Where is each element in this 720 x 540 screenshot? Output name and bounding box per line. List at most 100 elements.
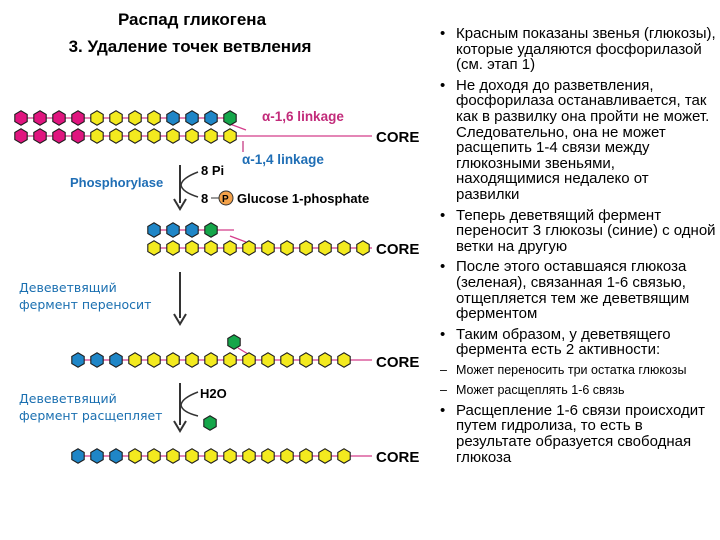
glucose-hexagon	[52, 110, 66, 126]
glucose-hexagon	[14, 110, 28, 126]
glucose-hexagon	[147, 240, 161, 256]
glucose-hexagon	[223, 352, 237, 368]
glucose-hexagon	[261, 352, 275, 368]
glucose-hexagon	[261, 240, 275, 256]
bullet-item: Не доходя до разветвления, фосфорилаза о…	[436, 77, 716, 203]
alpha-1-6-label: α-1,6 linkage	[262, 109, 344, 124]
glucose1p-count: 8	[201, 191, 208, 206]
page-subtitle: 3. Удаление точек ветвления	[68, 37, 312, 56]
glucose-hexagon	[128, 110, 142, 126]
glucose-hexagon	[261, 448, 275, 464]
bullet-item: Расщепление 1-6 связи происходит путем г…	[436, 403, 716, 465]
glucose-hexagon	[204, 128, 218, 144]
glucose-hexagon	[185, 240, 199, 256]
glucose-hexagon	[166, 448, 180, 464]
glycosidic-bond	[237, 347, 249, 355]
glucose-hexagon	[52, 128, 66, 144]
glucose-hexagon	[90, 352, 104, 368]
glucose-hexagon	[166, 128, 180, 144]
glucose-hexagon	[185, 128, 199, 144]
glucose-hexagon	[90, 128, 104, 144]
glucose-hexagon	[337, 352, 351, 368]
glucose-hexagon	[147, 110, 161, 126]
phosphorylase-label: Phosphorylase	[70, 175, 163, 190]
core-label-1: CORE	[376, 129, 419, 146]
glucose-hexagon	[204, 222, 218, 238]
dash-item: Может расщеплять 1-6 связь	[436, 383, 716, 397]
glucose-hexagon	[318, 352, 332, 368]
glucose-hexagon	[242, 240, 256, 256]
bullet-item: Теперь деветвящий фермент переносит 3 гл…	[436, 207, 716, 255]
glucose-hexagon	[147, 448, 161, 464]
glucose-hexagon	[227, 334, 241, 350]
glucose-hexagon	[223, 448, 237, 464]
glucose-hexagon	[109, 352, 123, 368]
glucose-hexagon	[337, 448, 351, 464]
glucose-hexagon	[71, 110, 85, 126]
glucose-hexagon	[280, 240, 294, 256]
glucose-hexagon	[280, 448, 294, 464]
glucose-hexagon	[223, 128, 237, 144]
glucose-hexagon	[109, 110, 123, 126]
glucose-hexagon	[166, 240, 180, 256]
glucose-hexagon	[147, 128, 161, 144]
glucose-hexagon	[242, 448, 256, 464]
glucose-hexagon	[128, 448, 142, 464]
glucose-hexagon	[71, 352, 85, 368]
glucose-hexagons	[14, 110, 370, 464]
glucose-hexagon	[185, 448, 199, 464]
glucose-hexagon	[166, 110, 180, 126]
explanation-list: Красным показаны звенья (глюкозы), котор…	[436, 26, 716, 470]
glucose-hexagon	[356, 240, 370, 256]
glucose-hexagon	[128, 128, 142, 144]
glycosidic-bond	[229, 123, 247, 131]
glucose1p-label: Glucose 1-phosphate	[237, 191, 369, 206]
glucose-hexagon	[166, 222, 180, 238]
glucose-hexagon	[242, 352, 256, 368]
h2o-label: H2O	[200, 386, 227, 401]
glucose-hexagon	[90, 110, 104, 126]
bullet-item: После этого оставшаяся глюкоза (зеленая)…	[436, 259, 716, 321]
glucose-hexagon	[109, 128, 123, 144]
glucose-hexagon	[90, 448, 104, 464]
glucose-hexagon	[204, 448, 218, 464]
glucose-hexagon	[204, 240, 218, 256]
pi-label: 8 Pi	[201, 163, 224, 178]
phosphate-symbol: P	[222, 194, 229, 205]
page-title: Распад гликогена	[117, 10, 267, 29]
glycogen-debranching-diagram: α-1,6 linkage α-1,4 linkage CORE CORE CO…	[14, 109, 419, 466]
glucose-hexagon	[299, 352, 313, 368]
glucose-hexagon	[204, 110, 218, 126]
glycosidic-bond	[229, 235, 247, 243]
glucose-hexagon	[318, 240, 332, 256]
glucose-hexagon	[185, 352, 199, 368]
hydrolysis-arrowhead	[173, 420, 187, 433]
alpha-1-4-label: α-1,4 linkage	[242, 152, 324, 167]
dash-item: Может переносить три остатка глюкозы	[436, 363, 716, 377]
glucose-hexagon	[33, 128, 47, 144]
core-label-4: CORE	[376, 449, 419, 466]
bullet-item: Таким образом, у деветвящего фермента ес…	[436, 326, 716, 358]
glucose-hexagon	[185, 110, 199, 126]
side-label-cleave: Девеветвящий фермент расщепляет	[19, 391, 163, 423]
core-label-2: CORE	[376, 241, 419, 258]
glucose-hexagon	[166, 352, 180, 368]
glucose-hexagon	[299, 240, 313, 256]
glucose-hexagon	[128, 352, 142, 368]
glucose-hexagon	[71, 128, 85, 144]
h2o-curve	[180, 391, 199, 417]
glucose-hexagon	[147, 222, 161, 238]
side-label-transfer: Девеветвящий фермент переносит	[19, 280, 152, 312]
transfer-arrowhead	[173, 313, 187, 326]
glucose-hexagon	[223, 110, 237, 126]
pi-curve	[180, 171, 199, 198]
glucose-hexagon	[318, 448, 332, 464]
glucose-hexagon	[185, 222, 199, 238]
glucose-hexagon	[109, 448, 123, 464]
glucose-hexagon	[203, 415, 217, 431]
core-label-3: CORE	[376, 354, 419, 371]
glucose-hexagon	[147, 352, 161, 368]
glucose-hexagon	[71, 448, 85, 464]
bullet-item: Красным показаны звенья (глюкозы), котор…	[436, 26, 716, 73]
glucose-hexagon	[14, 128, 28, 144]
